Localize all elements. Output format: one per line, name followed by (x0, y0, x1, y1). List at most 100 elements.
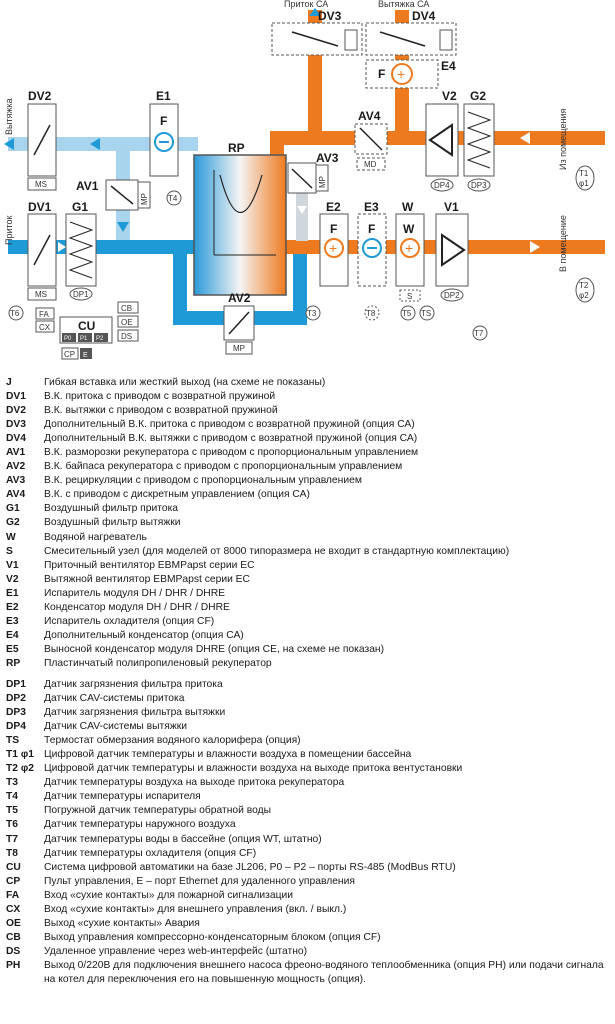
legend-row: G1 Воздушный фильтр притока (6, 502, 612, 516)
fan-v1: V1 DP2 T7 (435, 200, 488, 341)
legend-description: Смесительный узел (для моделей от 8000 т… (44, 545, 510, 557)
e-port-label: E (83, 352, 88, 359)
oe-box (117, 315, 139, 328)
recuperator-rp: RP (193, 141, 287, 296)
e2-coil (324, 238, 344, 258)
t8-sensor (364, 305, 380, 321)
g2-label: G2 (470, 89, 486, 103)
legend-description: Выход «сухие контакты» Авария (44, 917, 200, 929)
evaporator-e3: E3 F T8 (357, 200, 387, 321)
e3-label: E3 (364, 200, 379, 214)
legend-code: CP (6, 875, 21, 887)
arrow-to-g1 (58, 242, 66, 252)
right-labels: Из помещения В помещение T1 φ1 T2 φ2 (558, 109, 595, 303)
legend-description: Цифровой датчик температуры и влажности … (44, 749, 412, 761)
av1-mp-label: MP (140, 193, 149, 205)
legend-code: T7 (6, 833, 19, 845)
cx-label: CX (39, 323, 51, 332)
control-unit: FA CX CU P0 P1 P2 CB OE DS CP E (35, 301, 139, 360)
v2-label: V2 (442, 89, 457, 103)
dv1-label: DV1 (28, 200, 52, 214)
legend-code: AV4 (6, 489, 26, 501)
exhaust-label: Вытяжка (4, 98, 14, 135)
legend-code: CU (6, 861, 21, 873)
dp2-label: DP2 (444, 291, 460, 300)
cp-label: CP (64, 350, 75, 359)
legend-description: Водяной нагреватель (44, 531, 147, 543)
legend-code: T3 (6, 777, 19, 789)
legend-code: E5 (6, 643, 19, 655)
legend-code: G1 (6, 503, 20, 515)
dv4-label: DV4 (412, 9, 436, 23)
t4-sensor (166, 190, 182, 206)
legend-code: CX (6, 903, 21, 915)
cx-box (35, 320, 55, 333)
t5-label: T5 (402, 309, 412, 318)
e2-label: E2 (326, 200, 341, 214)
rp-curve (219, 174, 263, 213)
supply-ca-label: Приток СА (284, 0, 328, 9)
dv3-ms (344, 29, 358, 51)
t3-label: T3 (307, 309, 317, 318)
condenser-e2: E2 F + (319, 200, 349, 287)
legend-description: Датчик CAV-системы притока (44, 693, 185, 705)
dv4-blade (379, 31, 426, 47)
e4-coil (391, 63, 413, 85)
legend-code: T4 (6, 791, 19, 803)
dv1-ms (27, 287, 57, 301)
damper-dv2: DV2 MS Вытяжка (4, 89, 57, 191)
dp4-label: DP4 (434, 181, 450, 190)
dv3-blade (291, 31, 339, 47)
dv2-ms (27, 177, 57, 191)
legend-row: W Водяной нагреватель (6, 531, 612, 545)
legend-description: Датчик температуры испарителя (44, 791, 201, 803)
legend-code: DP1 (6, 678, 27, 690)
legend-code: S (6, 545, 13, 557)
dp4-sensor (430, 178, 454, 192)
dv2-label: DV2 (28, 89, 52, 103)
legend-code: CB (6, 931, 21, 943)
e2-f: F (330, 222, 337, 236)
av1-label: AV1 (76, 179, 99, 193)
legend-code: W (6, 531, 16, 543)
legend-code: V2 (6, 573, 19, 585)
legend-description: Погружной датчик температуры обратной во… (44, 805, 272, 817)
e3-f: F (368, 222, 375, 236)
condenser-e4: + F E4 (365, 59, 456, 89)
e1-f: F (160, 114, 167, 128)
legend-code: V1 (6, 559, 19, 571)
damper-dv3: Приток СА DV3 (271, 0, 363, 56)
ventilation-diagram: RP Приток СА DV3 Вытяжка СА DV4 + F E4 D… (4, 0, 605, 360)
t5-sensor (400, 305, 416, 321)
arrow-supply-right (530, 241, 540, 253)
legend-code: E4 (6, 629, 19, 641)
fa-label: FA (39, 310, 49, 319)
legend-description: Гибкая вставка или жесткий выход (на схе… (44, 377, 326, 388)
av4-label: AV4 (358, 109, 381, 123)
legend-description: Цифровой датчик температуры и влажности … (44, 763, 463, 775)
dv4-ms (439, 29, 453, 51)
damper-av3: AV3 MP (287, 151, 339, 194)
ds-box (117, 329, 139, 342)
t1b-label: φ1 (579, 179, 589, 188)
legend-description: Вход «сухие контакты» для пожарной сигна… (44, 889, 294, 901)
legend-description: Датчик температуры воздуха на выходе при… (44, 777, 345, 789)
filter-g2: G2 DP3 (463, 89, 495, 192)
legend-description: В.К. рециркуляции с приводом с пропорцио… (44, 475, 362, 487)
legend-description: Система цифровой автоматики на базе JL20… (44, 861, 456, 873)
legend-row: T3 Датчик температуры воздуха на выходе п… (6, 776, 612, 790)
legend-description: Воздушный фильтр притока (44, 503, 179, 515)
legend-code: E1 (6, 587, 19, 599)
legend-description: Дополнительный В.К. притока с приводом с… (44, 419, 415, 431)
